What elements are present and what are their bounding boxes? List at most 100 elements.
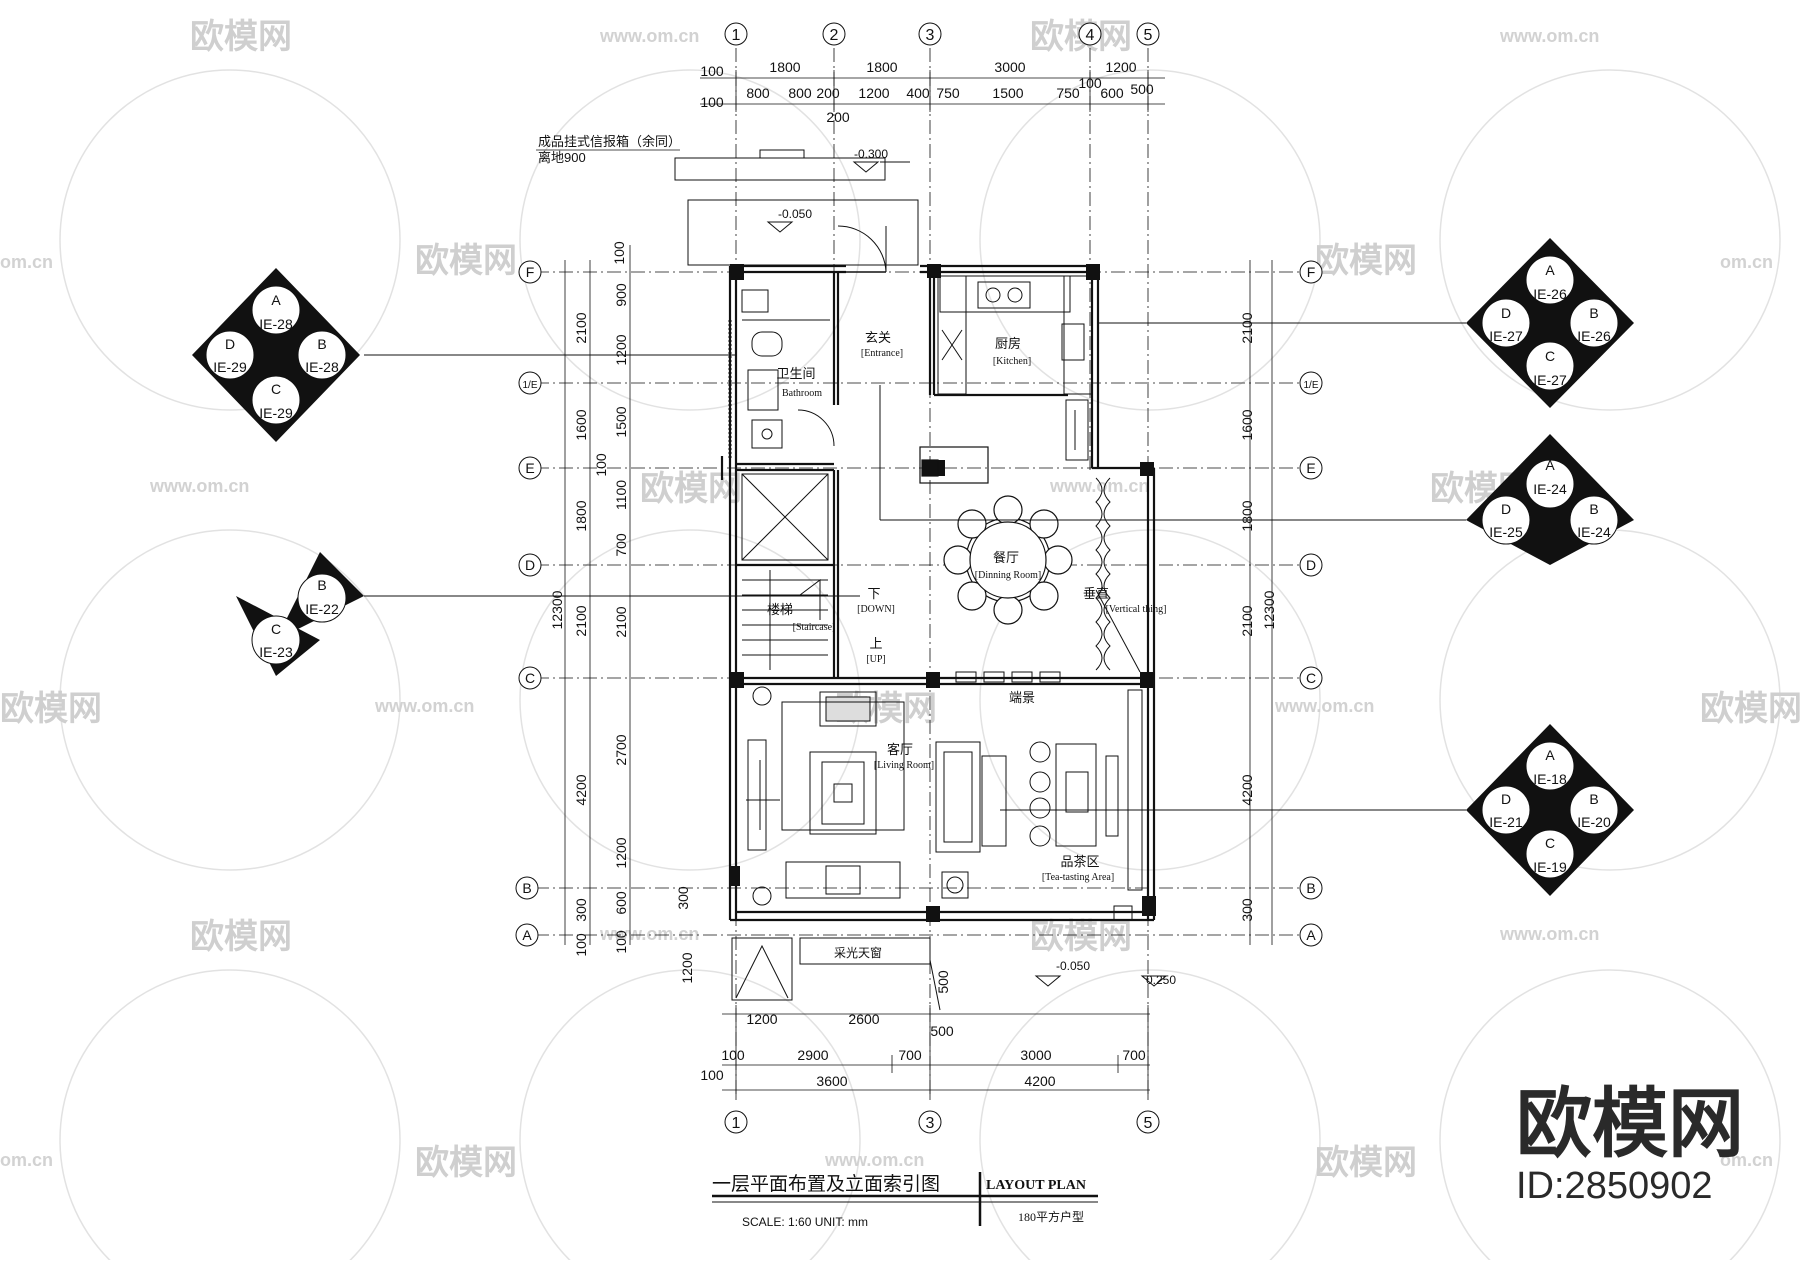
svg-text:B: B	[1589, 501, 1598, 517]
dim-label: 12300	[1261, 590, 1277, 629]
svg-text:C: C	[1306, 670, 1316, 686]
svg-text:C: C	[271, 621, 281, 637]
brand-id: ID:2850902	[1516, 1165, 1713, 1207]
svg-text:B: B	[1589, 791, 1598, 807]
watermark-url: www.om.cn	[1499, 924, 1599, 944]
grid-bubble: C	[1299, 666, 1323, 690]
watermark-url: www.om.cn	[374, 696, 474, 716]
grid-bubble: 1	[724, 1110, 748, 1134]
room-label-en: [Dinning Room]	[975, 570, 1041, 581]
svg-text:4: 4	[1086, 27, 1095, 44]
staircase	[741, 473, 829, 670]
dim-label: 300	[573, 898, 589, 922]
svg-text:A: A	[1545, 747, 1555, 763]
grid-bubble: 5	[1136, 1110, 1160, 1134]
dim-label: 900	[613, 283, 629, 307]
dim-label: 500	[1130, 81, 1154, 97]
watermark-logo: 欧模网	[415, 1144, 517, 1182]
dim-label: 300	[675, 886, 691, 910]
svg-text:C: C	[271, 381, 281, 397]
dim-label: 3000	[1020, 1047, 1051, 1063]
room-label-en: [Living Room]	[874, 760, 934, 771]
svg-text:IE-21: IE-21	[1489, 814, 1523, 830]
svg-text:IE-28: IE-28	[259, 316, 293, 332]
svg-text:A: A	[271, 292, 281, 308]
dim-label: 1200	[613, 837, 629, 868]
svg-text:IE-26: IE-26	[1533, 286, 1567, 302]
plan-title-cn: 一层平面布置及立面索引图	[712, 1173, 940, 1195]
svg-text:B: B	[317, 577, 326, 593]
svg-text:D: D	[1501, 791, 1511, 807]
bottom-dimension-lines	[722, 1005, 1150, 1098]
svg-text:IE-27: IE-27	[1489, 328, 1523, 344]
svg-text:D: D	[1501, 501, 1511, 517]
svg-text:1: 1	[732, 27, 741, 44]
title-block: 一层平面布置及立面索引图 LAYOUT PLAN SCALE: 1:60 UNI…	[712, 1172, 1098, 1229]
watermark-url: www.om.cn	[1049, 476, 1149, 496]
dim-label: 400	[906, 85, 930, 101]
room-label-cn: 客厅	[887, 742, 913, 757]
top-dimension-lines	[700, 70, 1165, 112]
svg-text:5: 5	[1144, 1115, 1153, 1132]
room-label-cn: 上	[869, 636, 882, 651]
level-label: -0.050	[1056, 959, 1090, 973]
dim-label: 1200	[1105, 59, 1136, 75]
watermark-url: www.om.cn	[824, 1150, 924, 1170]
svg-text:IE-26: IE-26	[1577, 328, 1611, 344]
room-label-en: [UP]	[866, 654, 885, 665]
svg-text:1/E: 1/E	[1303, 380, 1318, 391]
plan-scale: SCALE: 1:60 UNIT: mm	[742, 1215, 868, 1229]
room-label-en: [Staircase]	[793, 622, 836, 633]
grid-bubble: C	[518, 666, 542, 690]
dim-label: 1500	[992, 85, 1023, 101]
left-dims-outer: 2100 1600 1800 2100 4200 300 100 12300	[549, 312, 589, 956]
svg-text:IE-20: IE-20	[1577, 814, 1611, 830]
svg-text:A: A	[1545, 457, 1555, 473]
watermark-url: www.om.cn	[599, 26, 699, 46]
watermark-logo: 欧模网	[415, 242, 517, 280]
watermark-url: www.om.cn	[1274, 696, 1374, 716]
room-label-en: [DOWN]	[857, 604, 895, 615]
dim-label: 500	[935, 970, 951, 994]
watermark-logo: 欧模网	[0, 690, 102, 728]
mailbox-note-2: 离地900	[538, 150, 586, 165]
watermark-url: www.om.cn	[1499, 26, 1599, 46]
dim-label: 100	[613, 930, 629, 954]
grid-bubble: E	[1299, 456, 1323, 480]
dim-label: 300	[1239, 898, 1255, 922]
watermark-logo: 欧模网	[1315, 1144, 1417, 1182]
svg-text:A: A	[1306, 927, 1316, 943]
dim-label: 600	[613, 891, 629, 915]
svg-text:1/E: 1/E	[522, 380, 537, 391]
level-label: -0.050	[778, 207, 812, 221]
bathroom-fixtures	[728, 289, 835, 460]
room-label-cn: 餐厅	[993, 550, 1019, 565]
elevation-index-mark: A IE-26 B IE-26 C IE-27 D IE-27	[1098, 238, 1634, 408]
level-markers	[766, 161, 1168, 987]
svg-text:B: B	[522, 880, 531, 896]
grid-bubble: 3	[918, 1110, 942, 1134]
feature-wall	[955, 671, 1061, 683]
grid-bubble: 5	[1136, 22, 1160, 46]
skylight-area	[731, 905, 1133, 1011]
room-labels: 玄关 [Entrance] 厨房 [Kitchen] 卫生间 Bathroom …	[767, 330, 1166, 883]
watermark-logo: 欧模网	[1030, 918, 1132, 956]
right-dims: 2100 1600 1800 2100 4200 300 12300	[1239, 312, 1277, 921]
living-room-furniture	[746, 686, 905, 906]
kitchen-fixtures	[937, 275, 1093, 461]
elevation-index-mark: B IE-22 C IE-23	[236, 552, 860, 676]
svg-text:IE-27: IE-27	[1533, 372, 1567, 388]
mailbox-note: 成品挂式信报箱（余同）	[538, 134, 681, 149]
svg-text:IE-28: IE-28	[305, 359, 339, 375]
room-label-cn: 品茶区	[1060, 854, 1099, 869]
dim-label: 2100	[573, 312, 589, 343]
dim-label: 100	[721, 1047, 745, 1063]
grid-bubble: D	[518, 553, 542, 577]
room-label-cn: 垂直	[1083, 586, 1109, 601]
dim-label: 600	[1100, 85, 1124, 101]
notes: 成品挂式信报箱（余同） 离地900 采光天窗	[536, 134, 882, 960]
dim-label: 1600	[1239, 409, 1255, 440]
dim-label: 3000	[994, 59, 1025, 75]
level-label: 0.250	[1146, 973, 1176, 987]
svg-text:E: E	[1306, 460, 1315, 476]
